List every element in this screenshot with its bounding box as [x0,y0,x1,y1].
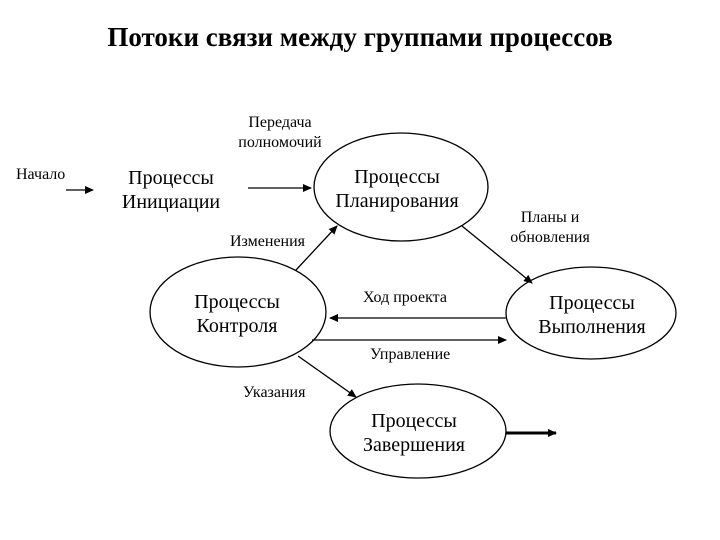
start-label: Начало [16,166,66,183]
plans-label: Планы и обновления [510,209,590,246]
instructions-label: Указания [243,384,306,401]
control-label: Процессы Контроля [194,291,280,337]
changes-arrow [295,225,338,271]
control-node [149,256,327,368]
plans-arrow [461,225,533,284]
closing-label: Процессы Завершения [363,410,465,456]
changes-label: Изменения [230,233,306,250]
progress-label: Ход проекта [363,289,447,306]
slide-title: Потоки связи между группами процессов [107,22,613,52]
initiation-label: Процессы Инициации [121,167,221,213]
authority-label: Передача полномочий [238,114,322,151]
instructions-arrow [297,355,357,398]
management-label: Управление [370,346,451,363]
execution-label: Процессы Выполнения [538,292,646,338]
execution-node [505,266,677,360]
planning-node [313,132,489,242]
planning-label: Процессы Планирования [335,166,459,212]
closing-node [329,383,507,479]
